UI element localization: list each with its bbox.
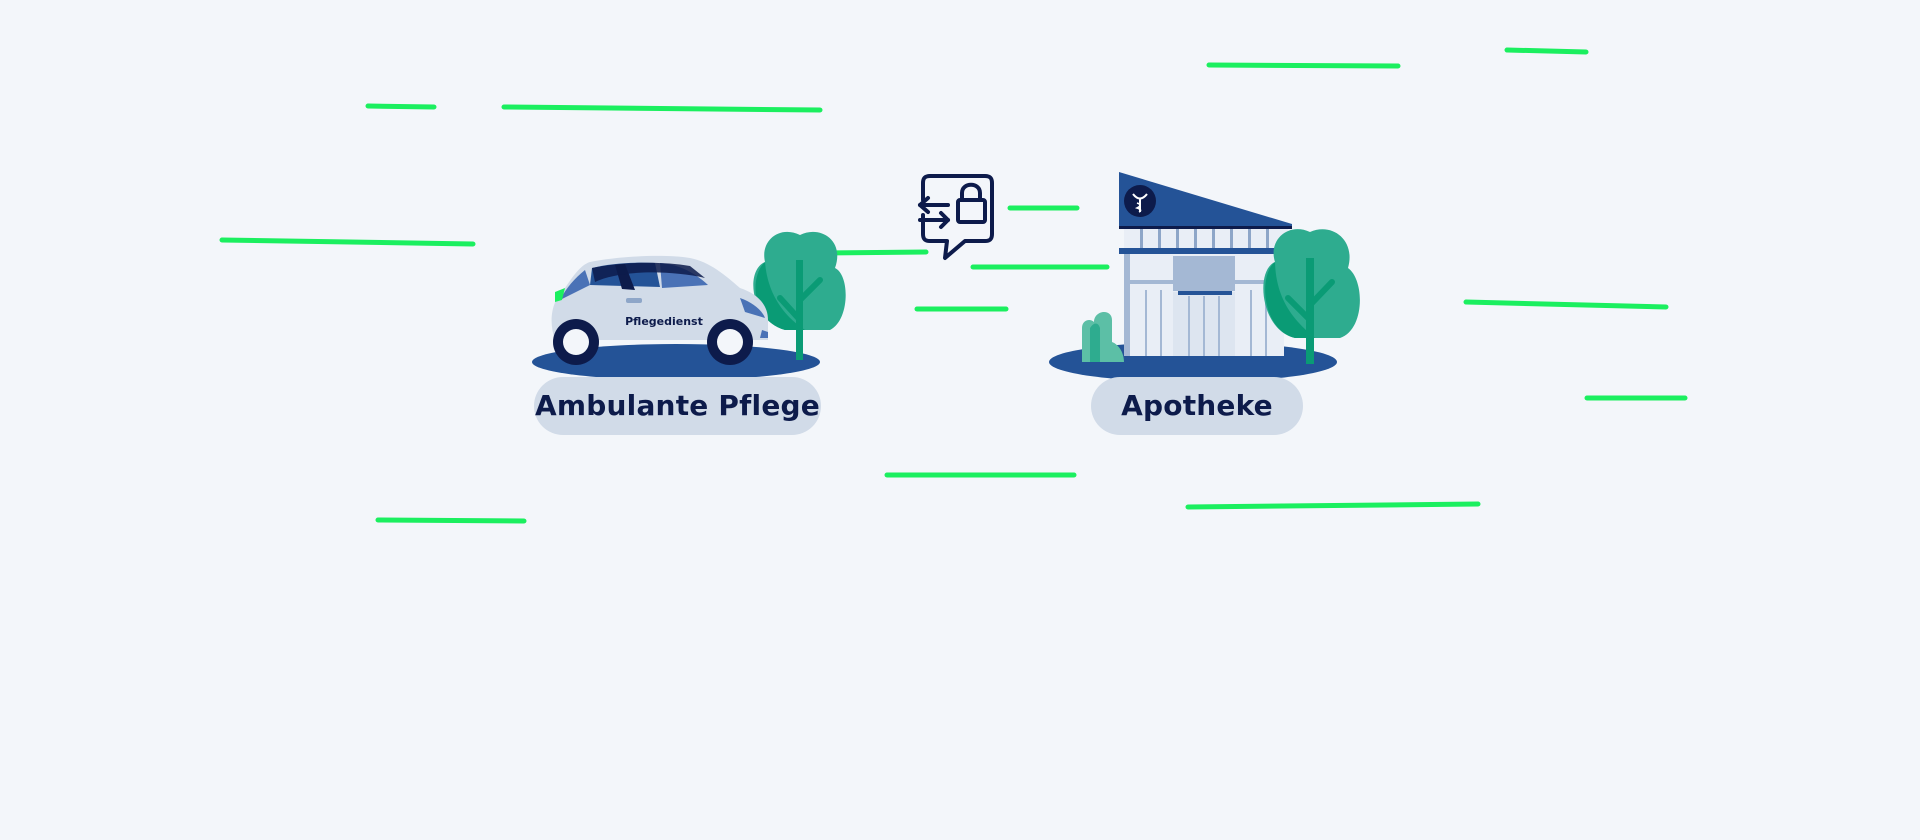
motion-streak xyxy=(501,104,823,113)
motion-streak xyxy=(1504,47,1589,55)
motion-streak xyxy=(1463,299,1669,310)
motion-streaks xyxy=(219,47,1688,524)
pharmacy-building-icon xyxy=(1119,172,1292,356)
motion-streak xyxy=(365,103,437,110)
motion-streak xyxy=(375,517,527,524)
apotheke-scene xyxy=(1049,172,1360,382)
secure-exchange-chat-icon xyxy=(918,174,994,260)
tree-icon xyxy=(1263,229,1360,364)
location-label-apotheke: Apotheke xyxy=(1091,377,1303,435)
tree-icon xyxy=(753,231,846,360)
car-icon: Pflegedienst xyxy=(551,255,768,365)
bush-icon xyxy=(1082,311,1124,362)
pharmacy-symbol-icon xyxy=(1124,185,1156,217)
motion-streak xyxy=(1206,62,1401,69)
motion-streak xyxy=(819,249,929,256)
motion-streak xyxy=(1185,501,1481,510)
car-door-label: Pflegedienst xyxy=(625,315,703,328)
ambulante-pflege-scene: Pflegedienst xyxy=(532,231,846,380)
motion-streak xyxy=(219,237,476,247)
location-label-ambulante-pflege: Ambulante Pflege xyxy=(534,377,821,435)
